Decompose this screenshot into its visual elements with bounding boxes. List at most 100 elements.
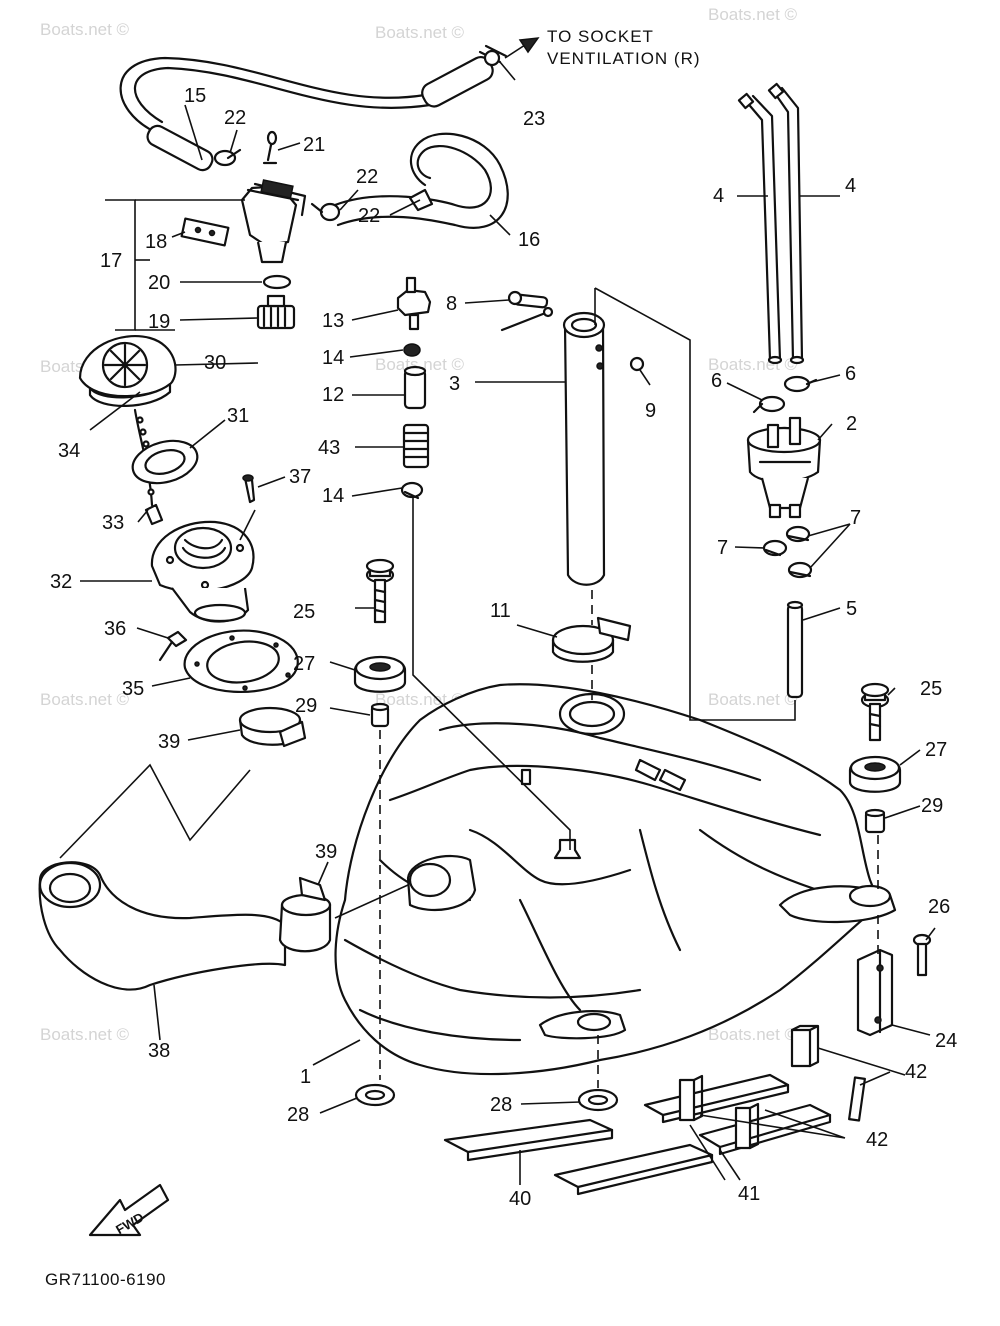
callout-20: 20	[148, 272, 170, 294]
pad-42	[678, 1024, 866, 1150]
watermark: Boats.net ©	[708, 5, 798, 24]
callout-42-lower: 42	[866, 1129, 888, 1151]
clamp-11	[551, 616, 632, 663]
callout-4-left: 4	[713, 185, 724, 207]
note-line-2: VENTILATION (R)	[547, 49, 701, 68]
callout-14-bottom: 14	[322, 485, 344, 507]
callout-33: 33	[102, 512, 124, 534]
watermark: Boats.net ©	[40, 20, 130, 39]
note-line-1: TO SOCKET	[547, 27, 654, 46]
fuel-filter-2	[746, 416, 822, 519]
callout-31: 31	[227, 405, 249, 427]
callout-39-upper: 39	[158, 731, 180, 753]
collar-29-left	[370, 702, 390, 728]
valve-17	[180, 179, 341, 264]
diagram-code: GR71100-6190	[45, 1270, 166, 1289]
clip-23	[478, 44, 508, 67]
watermark: Boats.net ©	[708, 1025, 798, 1044]
callout-16: 16	[518, 229, 540, 251]
gasket-31	[131, 439, 199, 485]
callout-11: 11	[490, 600, 511, 622]
callout-25-left: 25	[293, 601, 315, 623]
hose-16	[333, 132, 509, 229]
callout-38: 38	[148, 1040, 170, 1062]
callout-28-right: 28	[490, 1094, 512, 1116]
clamp-39-lower	[278, 876, 332, 953]
callout-32: 32	[50, 571, 72, 593]
fwd-arrow: FWD	[88, 1183, 170, 1237]
callout-labels: 1 2 3 4 4 5 6 6 7 7 8 9 11 12 13 14 14 1…	[50, 85, 957, 1210]
callout-1: 1	[300, 1066, 311, 1088]
callout-27-left: 27	[293, 653, 315, 675]
o-ring-20	[262, 274, 292, 290]
gasket-35	[183, 629, 299, 693]
vent-hose-15	[119, 55, 494, 172]
callout-39-lower: 39	[315, 841, 337, 863]
callout-29-left: 29	[295, 695, 317, 717]
grommet-27-right	[848, 755, 902, 793]
pipe-5	[786, 600, 804, 699]
callout-12: 12	[322, 384, 344, 406]
grommet-28-right	[577, 1088, 619, 1112]
grommet-27-left	[353, 655, 407, 693]
sleeve-12	[403, 365, 427, 410]
watermark: Boats.net ©	[40, 1025, 130, 1044]
callout-7-left: 7	[717, 537, 728, 559]
filler-cap-30	[78, 335, 177, 407]
collar-29-right	[864, 808, 886, 834]
callout-21: 21	[303, 134, 325, 156]
watermark: Boats.net ©	[708, 690, 798, 709]
washer-9	[629, 356, 645, 372]
callout-5: 5	[846, 598, 857, 620]
callout-43: 43	[318, 437, 340, 459]
rivet-36	[158, 630, 188, 662]
bolt-25-left	[365, 558, 395, 624]
callout-42-upper: 42	[905, 1061, 927, 1083]
callout-7-right: 7	[850, 507, 861, 529]
callout-8: 8	[446, 293, 457, 315]
leader-lines	[80, 61, 936, 1185]
spring-43	[402, 423, 430, 469]
clip-7	[762, 525, 813, 579]
callout-13: 13	[322, 310, 344, 332]
callout-27-right: 27	[925, 739, 947, 761]
filler-tube-3	[562, 311, 606, 586]
callout-19: 19	[148, 311, 170, 333]
callout-23: 23	[523, 108, 545, 130]
screw-37	[242, 474, 256, 504]
callout-34: 34	[58, 440, 80, 462]
bolt-26	[912, 933, 932, 977]
connector-13	[396, 276, 432, 331]
watermark: Boats.net ©	[40, 690, 130, 709]
watermark: Boats.net ©	[375, 355, 465, 374]
callout-4-right: 4	[845, 175, 856, 197]
callout-9: 9	[645, 400, 656, 422]
clip-14-top	[403, 343, 421, 357]
clip-6	[752, 375, 818, 414]
filler-neck-32	[150, 520, 255, 623]
callout-6-right: 6	[845, 363, 856, 385]
cap-19	[256, 294, 296, 330]
rivet-21	[262, 130, 278, 165]
callout-6-left: 6	[711, 370, 722, 392]
callout-2: 2	[846, 413, 857, 435]
callout-15: 15	[184, 85, 206, 107]
callout-22-lower: 22	[358, 205, 380, 227]
callout-28-left: 28	[287, 1104, 309, 1126]
arrow-to-socket	[504, 37, 540, 59]
bolt-25-right	[860, 682, 890, 742]
callout-3: 3	[449, 373, 460, 395]
callout-25-right: 25	[920, 678, 942, 700]
clip-14-bottom	[400, 481, 424, 500]
clip-22-top	[213, 148, 242, 167]
callout-40: 40	[509, 1188, 531, 1210]
clamp-39-upper	[238, 706, 307, 748]
vent-tube-4	[737, 82, 805, 365]
callout-29-right: 29	[921, 795, 943, 817]
fuel-tank-1	[334, 683, 897, 1076]
callout-41: 41	[738, 1183, 760, 1205]
pad-40	[443, 1118, 614, 1162]
callout-18: 18	[145, 231, 167, 253]
callout-22-top: 22	[224, 107, 246, 129]
